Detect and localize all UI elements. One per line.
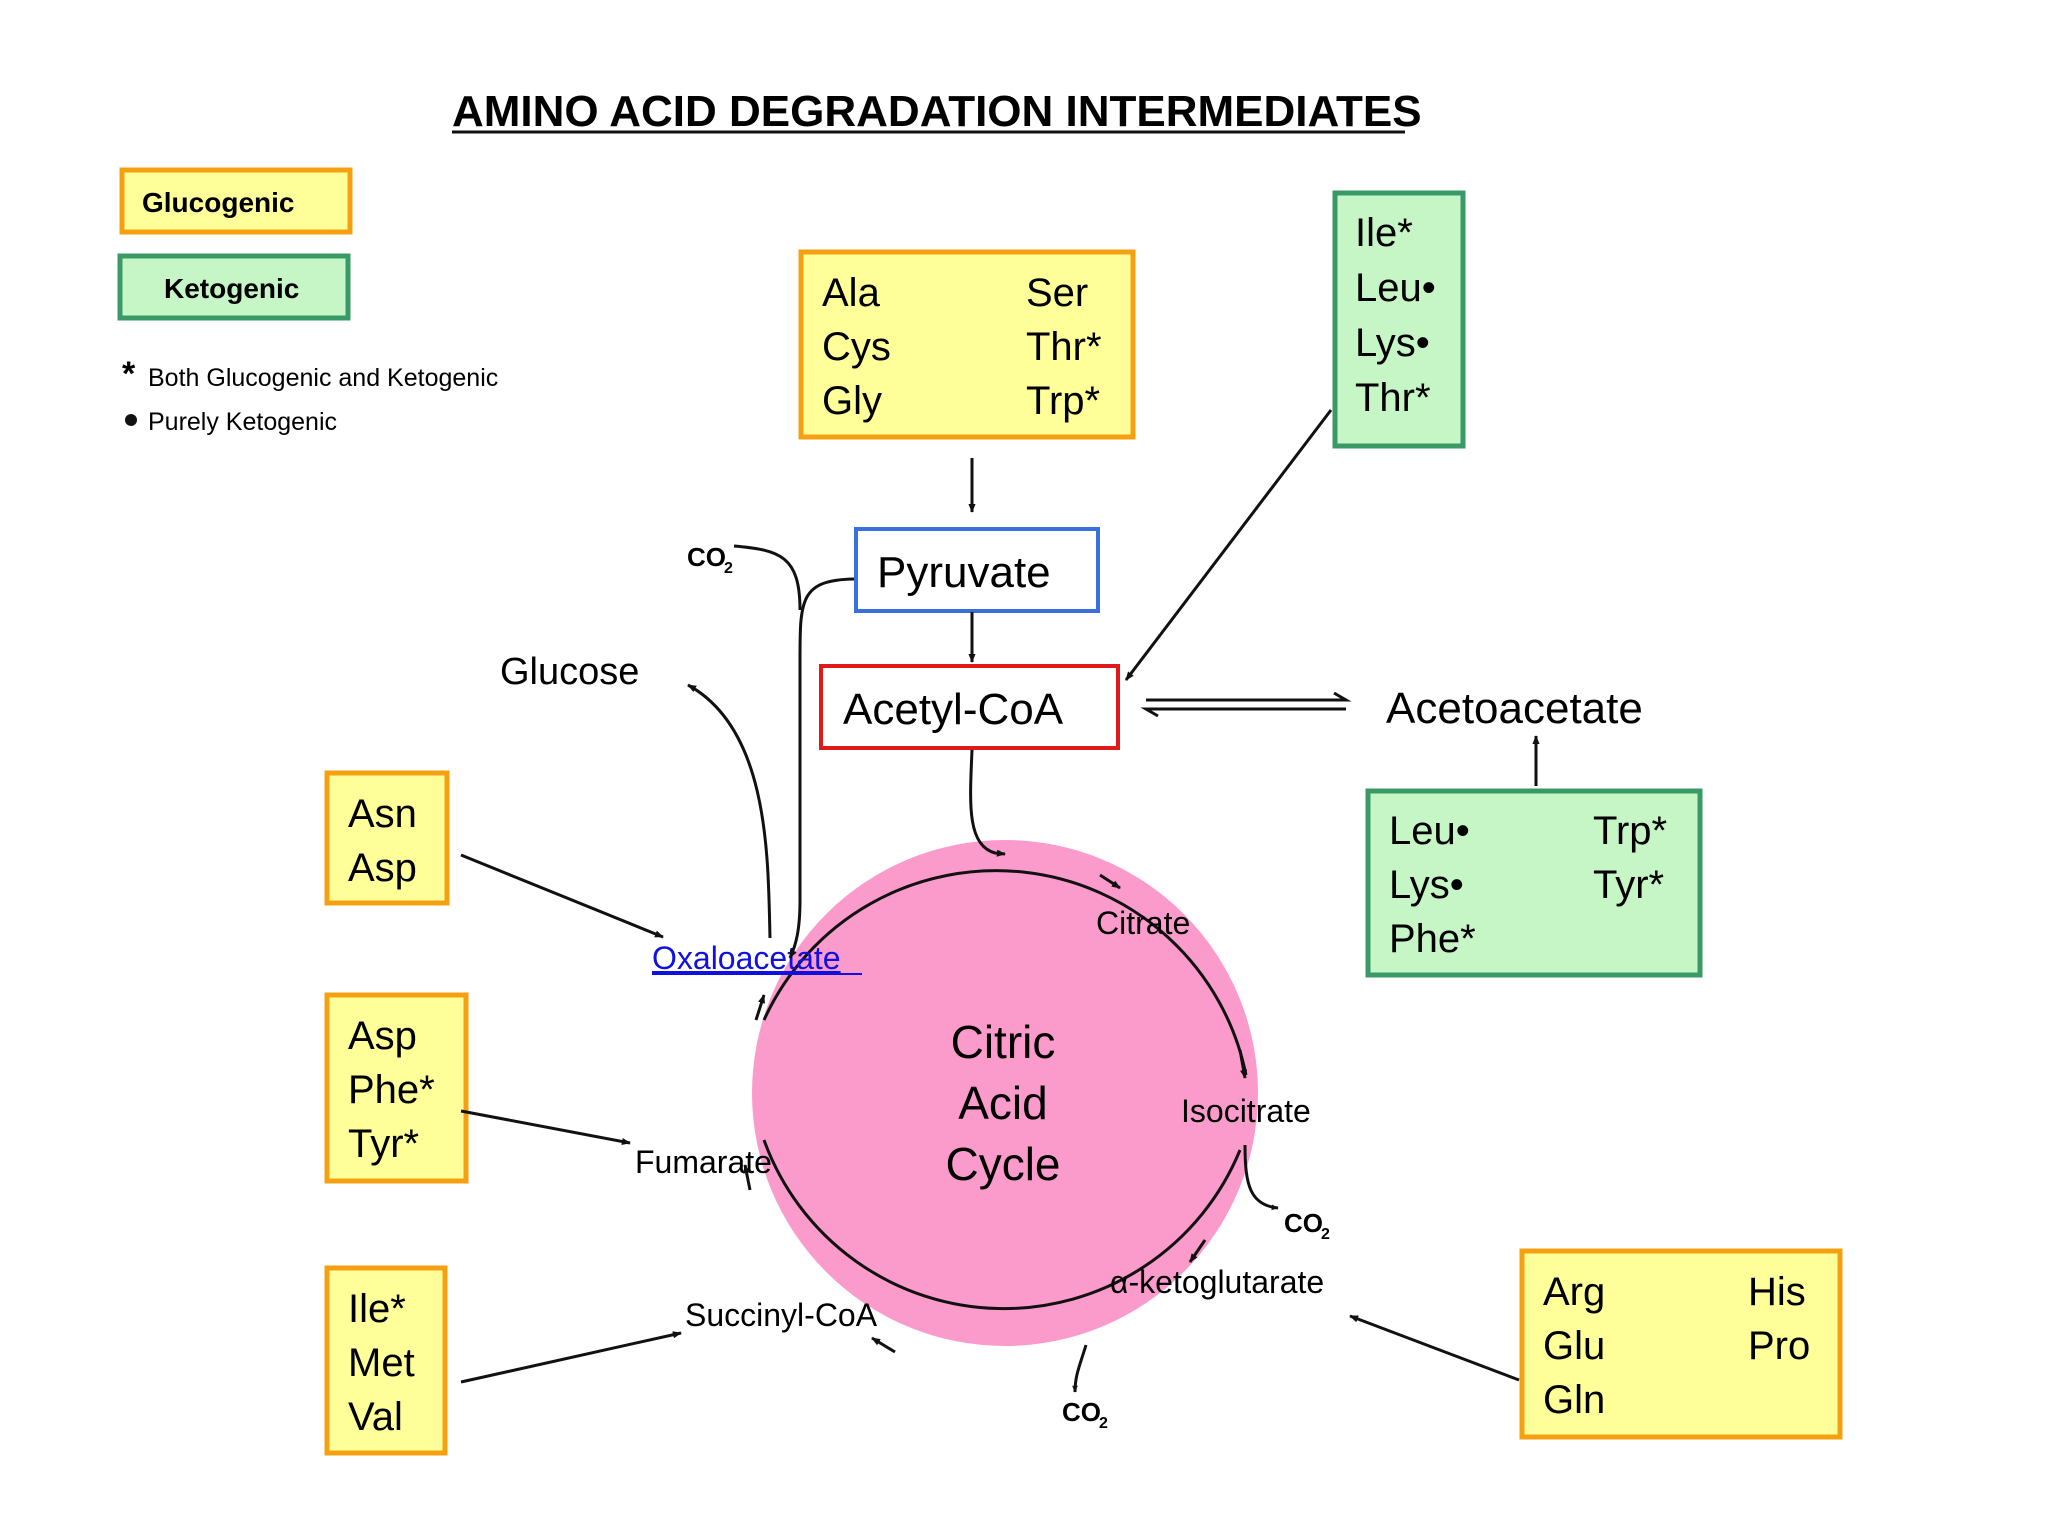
amino-acid: His <box>1748 1270 1806 1314</box>
amino-acid: Cys <box>822 325 891 369</box>
legend-glucogenic-swatch <box>119 167 353 235</box>
cycle-arrow-isocitrate <box>1238 1049 1248 1079</box>
pyruvate-box <box>854 527 1100 613</box>
cycle-label-line1: Citric <box>951 1016 1056 1068</box>
citrate-label: Citrate <box>1096 905 1190 941</box>
amino-acid: Leu• <box>1355 266 1436 310</box>
arrows <box>460 409 1540 1393</box>
arrow-acetyl-into-cycle <box>969 749 1006 857</box>
cycle-arrow-ketoglutarate <box>1188 1239 1207 1263</box>
alpha-ketoglutarate-label: α-ketoglutarate <box>1110 1264 1324 1300</box>
acetoacetate-precursors-box: Leu• Lys• Phe* Trp* Tyr* <box>1365 788 1703 978</box>
arrow-acetoacetate-to-acetyl <box>1140 707 1346 718</box>
svg-text:2: 2 <box>1321 1226 1330 1243</box>
legend-star-note: Both Glucogenic and Ketogenic <box>148 364 498 392</box>
svg-text:CO: CO <box>1284 1208 1323 1238</box>
legend-dot-symbol <box>125 414 137 426</box>
amino-acid: Ala <box>822 271 881 315</box>
acetyl-precursors-box: Ile* Leu• Lys• Thr* <box>1332 190 1466 449</box>
amino-acid: Asp <box>348 1014 417 1058</box>
arrow-ketogenic-to-acetyl <box>1124 409 1333 681</box>
amino-acid: Gln <box>1543 1378 1605 1422</box>
amino-acid: Thr* <box>1026 325 1102 369</box>
amino-acid: Arg <box>1543 1270 1605 1314</box>
co2-label-isocitrate: CO 2 <box>1284 1208 1330 1243</box>
cycle-label-line3: Cycle <box>945 1138 1060 1190</box>
cycle-arrow-succinyl <box>871 1336 896 1354</box>
legend-glucogenic-label: Glucogenic <box>142 187 294 218</box>
citric-acid-cycle <box>752 840 1258 1346</box>
cycle-arrow-oxaloacetate <box>754 994 766 1021</box>
amino-acid: Lys• <box>1355 321 1430 365</box>
succinyl-coa-label: Succinyl-CoA <box>685 1297 878 1333</box>
fumarate-precursors-box: Asp Phe* Tyr* <box>324 992 469 1184</box>
pyruvate-label: Pyruvate <box>877 548 1051 597</box>
legend-ketogenic-label: Ketogenic <box>164 273 299 304</box>
amino-acid: Met <box>348 1341 415 1385</box>
amino-acid: Thr* <box>1355 376 1431 420</box>
legend: Glucogenic Ketogenic * Both Glucogenic a… <box>117 167 498 436</box>
ketoglutarate-precursors-box: Arg Glu Gln His Pro <box>1519 1248 1843 1440</box>
legend-star-symbol: * <box>122 355 136 393</box>
arrow-to-ketoglutarate <box>1349 1314 1520 1382</box>
arrow-acetyl-to-acetoacetate <box>1146 691 1352 702</box>
page-title: AMINO ACID DEGRADATION INTERMEDIATES <box>452 87 1422 136</box>
amino-acid: Tyr* <box>348 1122 419 1166</box>
oxaloacetate-link[interactable]: Oxaloacetate <box>652 940 841 976</box>
svg-text:2: 2 <box>724 560 733 577</box>
arrow-oxaloacetate-to-glucose <box>687 683 772 939</box>
svg-text:CO: CO <box>1062 1397 1101 1427</box>
co2-join-curve <box>733 544 802 611</box>
cycle-arc-lower <box>762 1139 1242 1311</box>
arrow-co2-release-ketoglutarate <box>1072 1344 1088 1393</box>
acetoacetate-label: Acetoacetate <box>1386 684 1643 733</box>
amino-acid: Val <box>348 1395 403 1439</box>
amino-acid: Asp <box>348 846 417 890</box>
amino-acid: Gly <box>822 379 882 423</box>
amino-acid: Trp* <box>1026 379 1100 423</box>
co2-label-pyruvate: CO 2 <box>687 542 733 577</box>
isocitrate-label: Isocitrate <box>1181 1093 1311 1129</box>
acetyl-coa-box <box>819 664 1120 750</box>
legend-dot-note: Purely Ketogenic <box>148 408 337 436</box>
co2-label-ketoglutarate: CO 2 <box>1062 1397 1108 1432</box>
amino-acid: Glu <box>1543 1324 1605 1368</box>
cycle-label-line2: Acid <box>958 1077 1047 1129</box>
cycle-arc-upper <box>762 869 1248 1076</box>
succinyl-precursors-box: Ile* Met Val <box>324 1265 448 1456</box>
fumarate-label: Fumarate <box>635 1144 772 1180</box>
arrow-co2-release-isocitrate <box>1243 1144 1279 1211</box>
amino-acid: Leu• <box>1389 809 1470 853</box>
cycle-arrow-citrate <box>1099 873 1121 890</box>
pyruvate-precursors-box: Ala Cys Gly Ser Thr* Trp* <box>798 249 1136 440</box>
acetyl-coa-label: Acetyl-CoA <box>843 685 1064 734</box>
amino-acid: Lys• <box>1389 863 1464 907</box>
amino-acid: Phe* <box>348 1068 435 1112</box>
amino-acid: Ile* <box>1355 211 1413 255</box>
oxaloacetate-precursors-box: Asn Asp <box>324 770 450 906</box>
amino-acid: Pro <box>1748 1324 1810 1368</box>
arrow-to-fumarate <box>460 1109 631 1146</box>
arrow-to-succinyl <box>460 1331 682 1384</box>
legend-ketogenic-swatch <box>117 253 351 321</box>
amino-acid: Ser <box>1026 271 1088 315</box>
glucose-label: Glucose <box>500 651 639 693</box>
svg-text:2: 2 <box>1099 1415 1108 1432</box>
amino-acid: Ile* <box>348 1287 406 1331</box>
amino-acid: Trp* <box>1593 809 1667 853</box>
amino-acid: Asn <box>348 792 417 836</box>
arrow-pyruvate-to-oxaloacetate <box>788 577 855 959</box>
arrow-asn-asp-to-oxaloacetate <box>460 853 664 939</box>
cycle-arrow-fumarate <box>743 1164 752 1191</box>
amino-acid: Tyr* <box>1593 863 1664 907</box>
amino-acid: Phe* <box>1389 917 1476 961</box>
svg-text:CO: CO <box>687 542 726 572</box>
